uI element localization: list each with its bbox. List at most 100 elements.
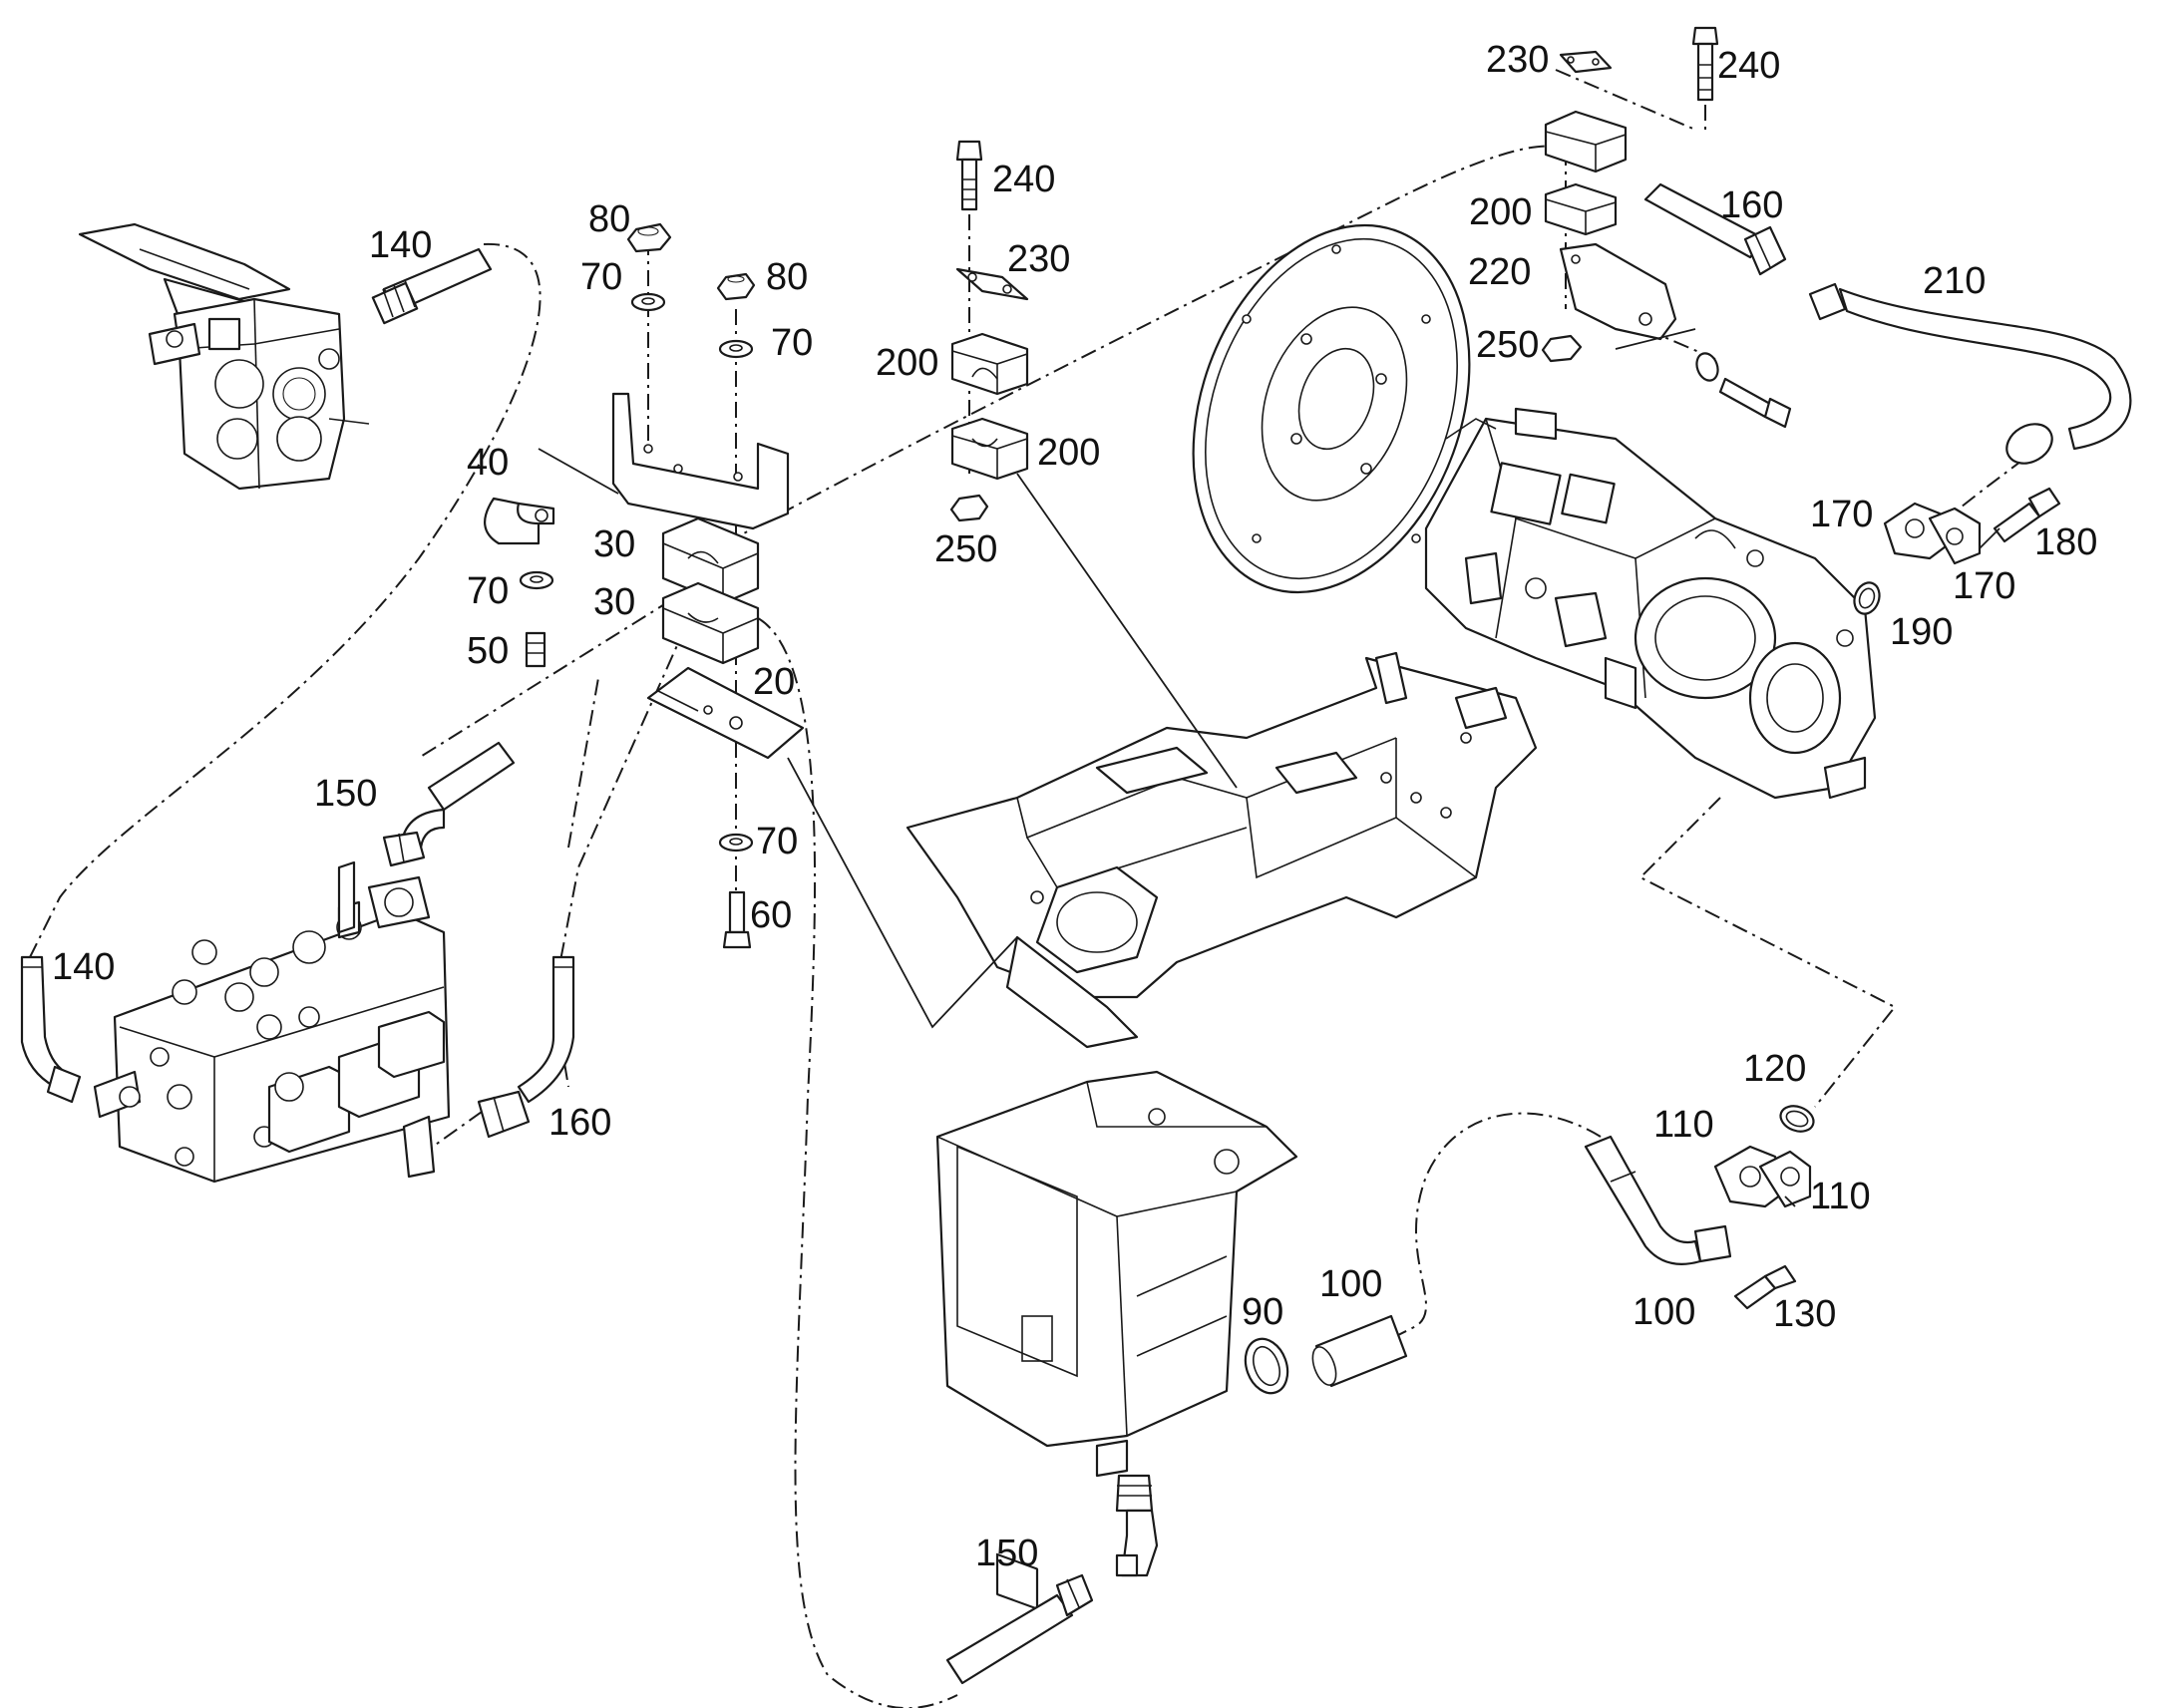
washer-70-lower	[718, 833, 754, 853]
washer-right	[1695, 352, 1719, 382]
clamp-40	[484, 497, 555, 545]
assembly-line-100-loop	[1395, 1112, 1602, 1337]
bolt-240-top	[1691, 26, 1719, 102]
clamp-half-200-lower	[950, 417, 1029, 481]
callout-50: 50	[467, 630, 509, 672]
assembly-line-top-clamp	[1555, 69, 1696, 131]
leader-lines	[538, 328, 2000, 1207]
bolt-60	[722, 890, 752, 949]
assembly-line-pump-to-120	[1638, 797, 1897, 1108]
callout-230-mid: 230	[1007, 238, 1070, 280]
callout-250-right: 250	[1476, 324, 1539, 366]
callout-30-upper: 30	[593, 523, 635, 565]
callout-120: 120	[1743, 1048, 1806, 1090]
callout-70-lower: 70	[756, 821, 798, 862]
callout-160-top: 160	[1720, 184, 1783, 226]
hose-160-top	[1643, 182, 1787, 276]
callout-140-lower: 140	[52, 946, 115, 988]
callout-100-left: 100	[1319, 1263, 1382, 1305]
callout-20: 20	[753, 661, 795, 703]
callout-220: 220	[1468, 251, 1531, 293]
callout-40: 40	[467, 442, 509, 484]
callout-110-right: 110	[1810, 1176, 1871, 1217]
bolt-130	[1733, 1264, 1797, 1310]
flange-170	[1883, 502, 1982, 565]
flywheel	[1192, 223, 1471, 594]
callout-150-lower: 150	[975, 1533, 1038, 1574]
bolt-right	[1718, 377, 1792, 429]
nut-250-right	[1541, 334, 1583, 363]
bracket-220	[1559, 242, 1677, 341]
callout-130: 130	[1773, 1293, 1836, 1335]
nut-80-left	[626, 222, 672, 253]
callout-70-left: 70	[580, 256, 622, 298]
nut-250-mid	[949, 494, 989, 522]
callout-250-mid: 250	[934, 528, 997, 570]
hose-210	[1808, 282, 2132, 465]
callout-200-right: 200	[1469, 191, 1532, 233]
callout-200-mid-lower: 200	[1037, 432, 1100, 474]
bolt-50	[525, 631, 546, 668]
callout-110-left: 110	[1653, 1104, 1714, 1146]
hose-140-upper	[371, 247, 493, 325]
callout-90: 90	[1242, 1291, 1283, 1333]
callout-240-mid: 240	[992, 159, 1055, 200]
assembly-line-140	[29, 242, 542, 958]
hose-100-left	[1311, 1314, 1408, 1388]
nut-80-right	[716, 272, 756, 301]
callout-labels: 230 240 240 160 200 210 220 250 230 200 …	[52, 39, 2097, 1574]
washer-70-right	[718, 339, 754, 359]
oring-190	[1853, 581, 1881, 615]
callout-80-left: 80	[588, 198, 630, 240]
hydraulic-tank	[935, 1070, 1298, 1610]
callout-200-mid-upper: 200	[876, 342, 938, 384]
hose-100-right	[1584, 1135, 1732, 1265]
control-valve-block	[93, 860, 451, 1184]
assembly-line-plate-to-valve	[418, 582, 699, 759]
assembly-line-150	[551, 597, 699, 1088]
clamp-half-200-upper	[950, 332, 1029, 396]
flange-110	[1713, 1145, 1812, 1208]
bracket-l	[611, 392, 790, 530]
hose-150-upper	[382, 741, 516, 867]
washer-70-mid	[519, 570, 554, 590]
plate-230-top	[1559, 50, 1613, 74]
hose-140-lower	[20, 955, 82, 1104]
callout-70-right: 70	[771, 322, 813, 364]
callout-160-lower: 160	[548, 1102, 611, 1144]
clamp-half-200-right	[1544, 182, 1618, 236]
assembly-line-lower-loop	[757, 617, 958, 1708]
chassis-frame	[906, 651, 1538, 1049]
callout-80-right: 80	[766, 256, 808, 298]
callout-240-top: 240	[1717, 45, 1780, 87]
plate-230-mid	[955, 267, 1029, 301]
callout-150-upper: 150	[314, 773, 377, 815]
callout-180: 180	[2034, 521, 2097, 563]
clamp-block-30-upper	[661, 516, 760, 605]
assembly-line-150-valve	[567, 677, 599, 849]
callout-190: 190	[1890, 611, 1953, 653]
callout-30-lower: 30	[593, 581, 635, 623]
bolt-240-mid	[955, 140, 983, 211]
pedal-valve-assembly	[78, 222, 370, 491]
callout-230-top: 230	[1486, 39, 1549, 81]
hose-150-lower	[945, 1553, 1139, 1685]
plate-20	[646, 666, 805, 760]
callout-210: 210	[1923, 260, 1986, 302]
assembly-line-clamp-to-210	[697, 145, 1567, 559]
hose-160-lower	[477, 955, 575, 1139]
callout-60: 60	[750, 894, 792, 936]
bolt-180	[1993, 487, 2061, 543]
clamp-half-200-top	[1544, 110, 1628, 173]
callout-70-mid: 70	[467, 570, 509, 612]
washer-70-left	[630, 292, 666, 312]
callout-170-right: 170	[1953, 565, 2015, 607]
callout-170-left: 170	[1810, 494, 1873, 535]
clamp-90	[1244, 1337, 1289, 1395]
oring-120	[1779, 1105, 1815, 1133]
callout-100-right: 100	[1633, 1291, 1695, 1333]
hydraulic-pump	[1424, 407, 1877, 800]
callout-140-top: 140	[369, 224, 432, 266]
clamp-block-30-lower	[661, 581, 760, 665]
